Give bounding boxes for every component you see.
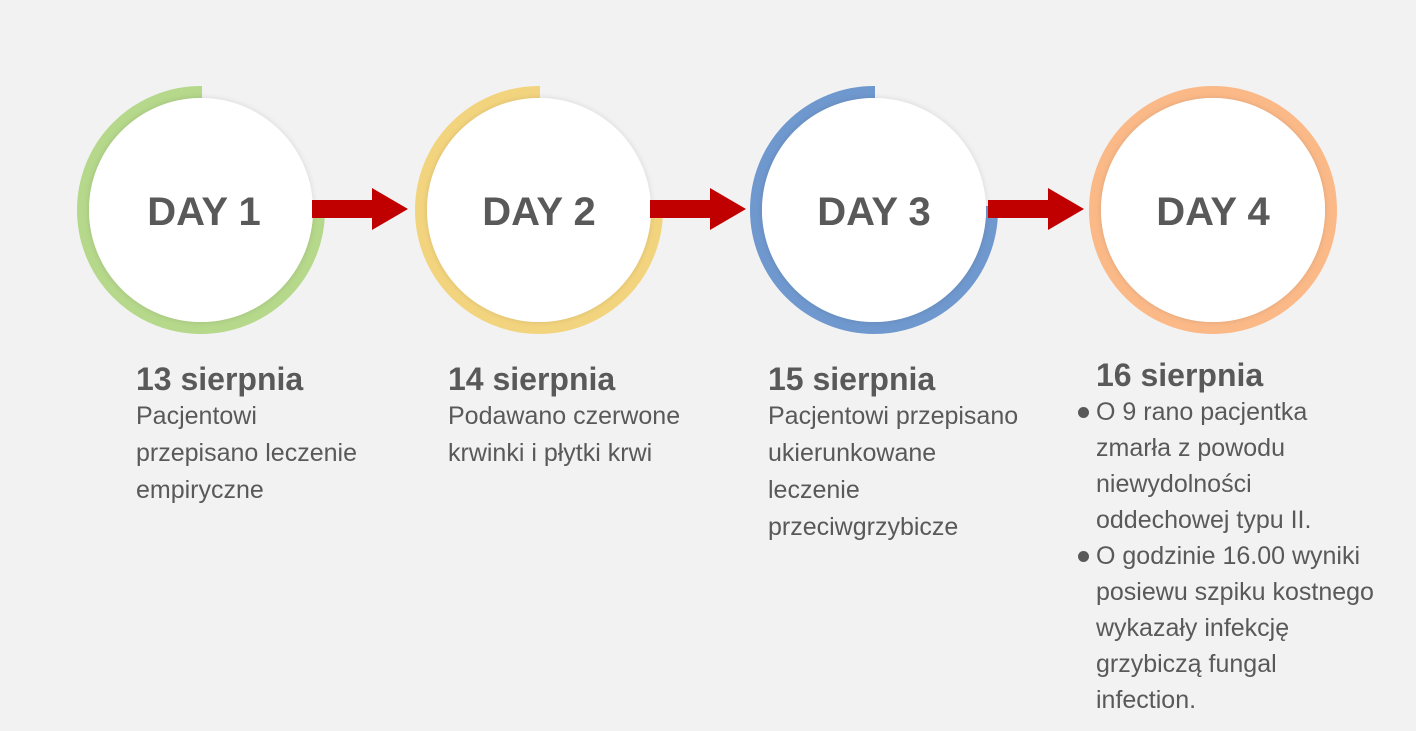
step-1-node: DAY 1 [77, 80, 328, 334]
step-2-label: DAY 2 [482, 190, 595, 234]
arrow-3-4 [988, 188, 1084, 230]
step-1-info: 13 sierpnia Pacjentowi przepisano leczen… [136, 360, 357, 509]
step-4-date: 16 sierpnia [1096, 357, 1264, 393]
step-1-desc-line: przepisano leczenie [136, 439, 357, 467]
step-2-desc-line: krwinki i płytki krwi [448, 439, 653, 467]
step-3-info: 15 sierpnia Pacjentowi przepisano ukieru… [768, 360, 1018, 546]
step-3-desc-line: leczenie [768, 476, 860, 504]
step-3-circle [762, 98, 986, 322]
arrow-1-head [372, 188, 408, 230]
arrow-3-shaft [988, 200, 1050, 218]
arrow-1-2 [312, 188, 408, 230]
bullet-dot-icon [1078, 407, 1089, 418]
arrow-3-head [1048, 188, 1084, 230]
step-3-label: DAY 3 [817, 190, 930, 234]
step-4-bullet-line: niewydolności [1096, 470, 1252, 498]
arrow-2-head [710, 188, 746, 230]
step-3-description: Pacjentowi przepisano ukierunkowane lecz… [768, 398, 1018, 546]
step-3-date: 15 sierpnia [768, 361, 936, 397]
timeline-diagram: DAY 1 DAY 2 DAY 3 DAY 4 [77, 80, 1337, 334]
step-3-desc-line: Pacjentowi przepisano [768, 402, 1019, 430]
step-2-circle [427, 98, 651, 322]
step-1-desc-line: empiryczne [136, 476, 264, 504]
step-4-bullet-line: O godzinie 16.00 wyniki [1096, 542, 1361, 570]
step-1-desc-line: Pacjentowi [136, 402, 257, 430]
step-4-bullet-line: infection. [1096, 686, 1197, 714]
step-4-info: 16 sierpnia O 9 rano pacjentka zmarła z … [1078, 356, 1374, 718]
step-4-bullet-line: posiewu szpiku kostnego [1096, 578, 1374, 606]
arrow-2-shaft [650, 200, 712, 218]
step-1-label: DAY 1 [147, 190, 260, 234]
step-2-description: Podawano czerwone krwinki i płytki krwi [448, 398, 680, 472]
step-4-bullet-list: O 9 rano pacjentka zmarła z powodu niewy… [1078, 394, 1374, 718]
step-3-desc-line: przeciwgrzybicze [768, 513, 959, 541]
step-4-node: DAY 4 [1089, 86, 1337, 334]
step-3-desc-line: ukierunkowane [768, 439, 937, 467]
step-1-circle [89, 98, 313, 322]
step-2-desc-line: Podawano czerwone [448, 402, 681, 430]
step-4-bullet-line: oddechowej typu II. [1096, 506, 1312, 534]
arrow-2-3 [650, 188, 746, 230]
step-2-date: 14 sierpnia [448, 361, 616, 397]
step-4-bullet-2: O godzinie 16.00 wyniki posiewu szpiku k… [1078, 538, 1374, 718]
step-4-bullet-line: grzybiczą fungal [1096, 650, 1277, 678]
step-4-circle [1101, 98, 1325, 322]
step-4-bullet-line: zmarła z powodu [1096, 434, 1285, 462]
step-4-ring-track [1089, 86, 1337, 334]
step-1-date: 13 sierpnia [136, 361, 304, 397]
step-1-description: Pacjentowi przepisano leczenie empiryczn… [136, 398, 357, 509]
step-2-node: DAY 2 [415, 80, 666, 334]
step-3-node: DAY 3 [750, 80, 1001, 334]
step-4-bullet-1: O 9 rano pacjentka zmarła z powodu niewy… [1078, 394, 1374, 538]
step-4-bullet-line: O 9 rano pacjentka [1096, 398, 1308, 426]
arrow-1-shaft [312, 200, 374, 218]
step-4-label: DAY 4 [1156, 190, 1270, 234]
bullet-dot-icon [1078, 551, 1089, 562]
step-2-info: 14 sierpnia Podawano czerwone krwinki i … [448, 360, 680, 472]
step-4-bullet-line: wykazały infekcję [1096, 614, 1290, 642]
